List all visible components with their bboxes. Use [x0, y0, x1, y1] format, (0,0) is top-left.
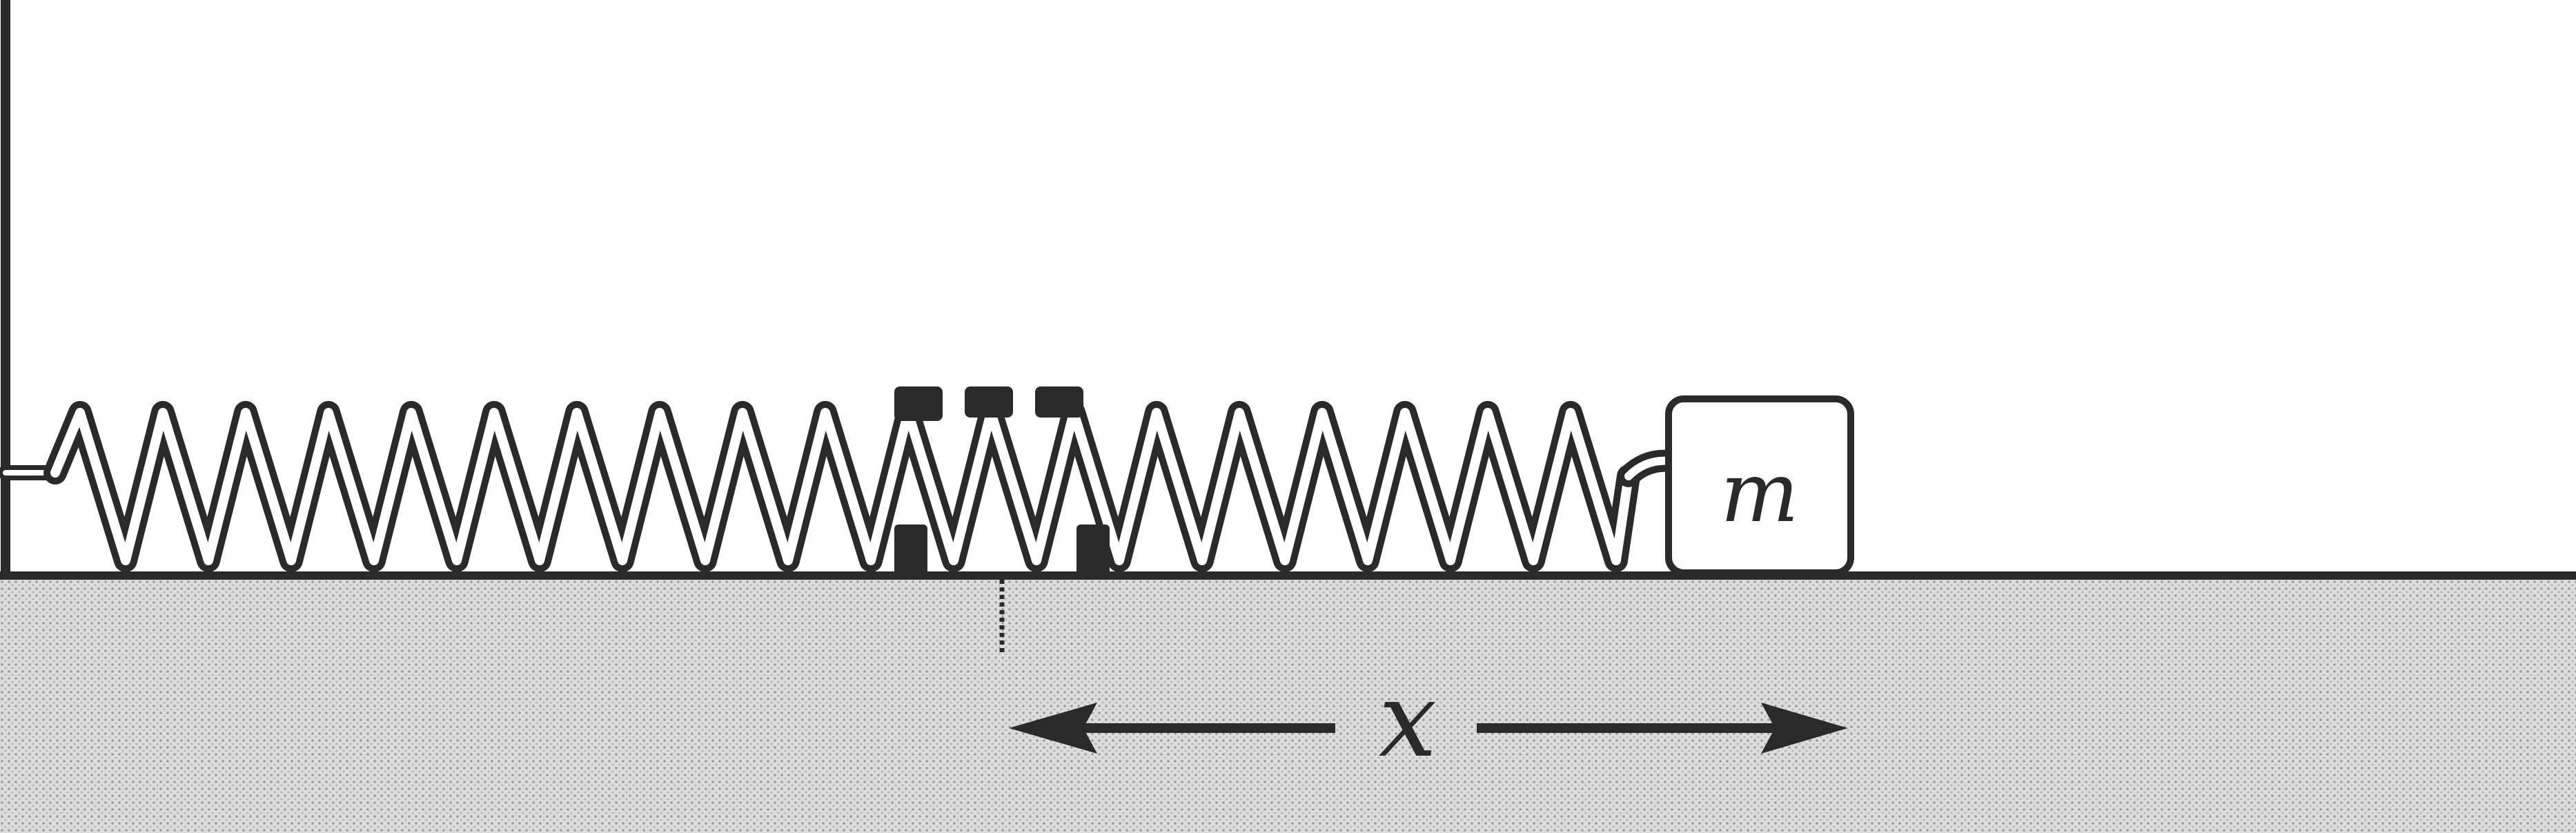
displacement-arrow: x: [1009, 660, 1848, 781]
mass-block: m: [1665, 395, 1854, 576]
equilibrium-marker: [894, 386, 1110, 576]
spring: [43, 401, 1640, 572]
displacement-label: x: [1379, 660, 1437, 781]
mass-label: m: [1720, 445, 1799, 541]
spring-mass-hook: [1618, 449, 1681, 487]
arrow-right-head: [1761, 703, 1848, 754]
arrow-left-head: [1009, 703, 1097, 754]
ground: [0, 577, 2576, 833]
